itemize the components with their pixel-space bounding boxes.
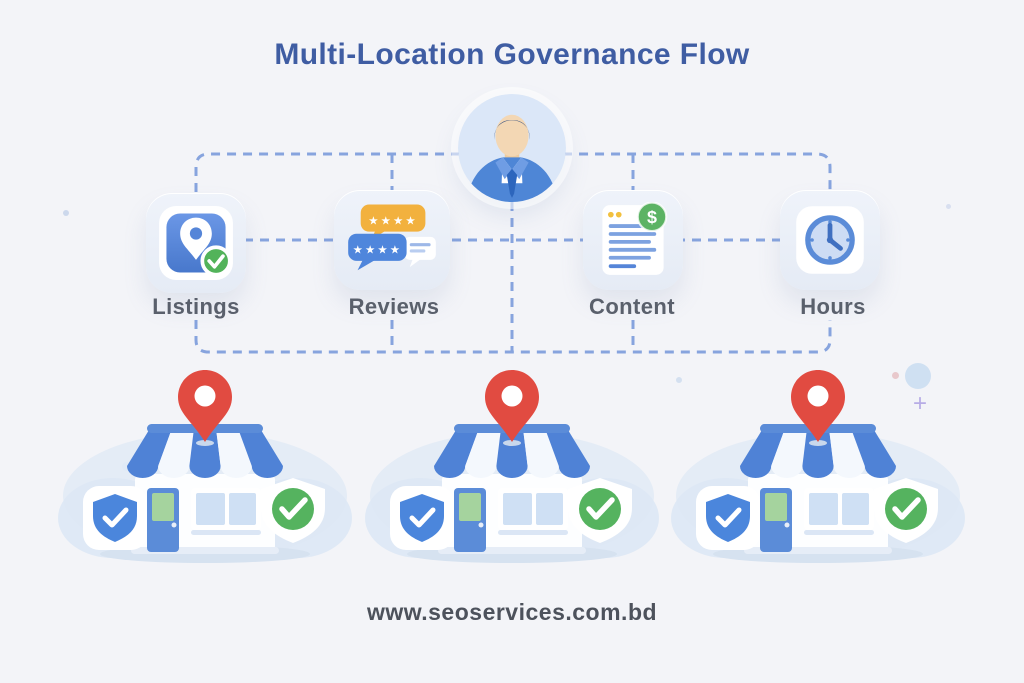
svg-text:★★★★: ★★★★	[353, 243, 402, 257]
category-card-hours	[780, 190, 880, 290]
website-url: www.seoservices.com.bd	[366, 599, 658, 625]
decor-dot	[946, 204, 951, 209]
category-card-content: $	[583, 190, 683, 290]
storefront-location-1	[55, 368, 355, 568]
clock-icon	[796, 206, 864, 274]
decor-dot	[63, 210, 69, 216]
category-label-content: Content	[589, 294, 675, 319]
decor-dot	[676, 377, 682, 383]
page-title: Multi-Location Governance Flow	[274, 38, 750, 71]
document-dollar-icon: $	[602, 202, 668, 275]
category-card-listings	[146, 193, 246, 293]
category-card-reviews: ★★★★ ★★★★	[334, 190, 450, 290]
map-pin-check-icon	[159, 206, 233, 280]
review-bubbles-icon: ★★★★ ★★★★	[348, 204, 436, 271]
decor-blob	[905, 363, 931, 389]
storefront-location-2	[362, 368, 662, 568]
category-label-reviews: Reviews	[348, 294, 440, 319]
category-label-hours: Hours	[800, 294, 866, 319]
plus-decoration: +	[913, 390, 928, 417]
svg-text:★★★★: ★★★★	[368, 213, 417, 227]
manager-avatar-icon	[458, 94, 566, 202]
category-label-listings: Listings	[152, 294, 240, 319]
storefront-location-3	[668, 368, 968, 568]
svg-text:$: $	[647, 207, 657, 227]
decor-dot	[892, 372, 899, 379]
connector-bottom	[194, 320, 832, 354]
